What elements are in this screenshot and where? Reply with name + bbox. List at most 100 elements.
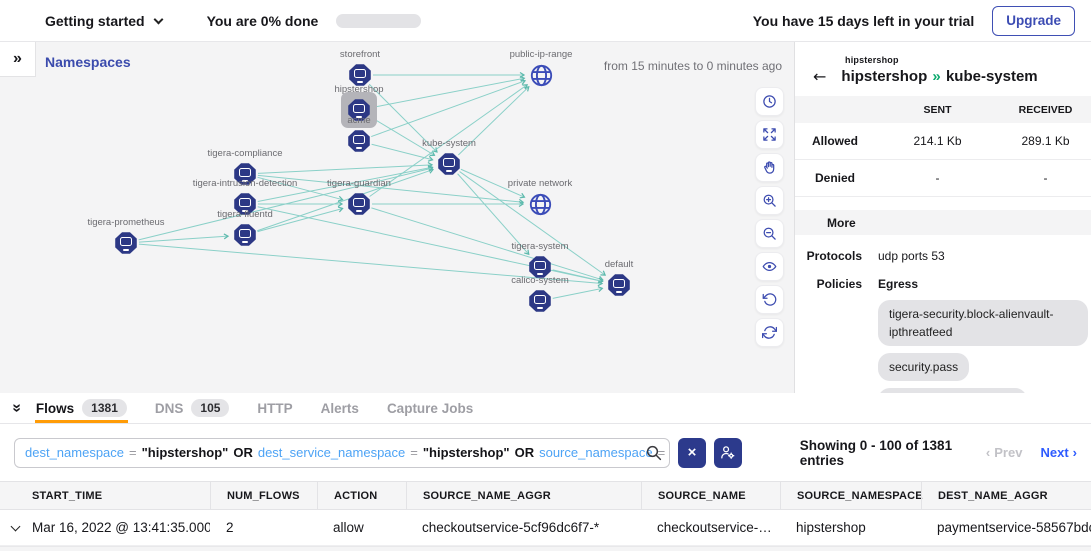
- stats-header-row: SENT RECEIVED: [795, 96, 1091, 123]
- getting-started-menu[interactable]: Getting started: [45, 13, 164, 29]
- fullscreen-button[interactable]: [755, 120, 784, 149]
- graph-node-storefront[interactable]: storefront: [340, 49, 380, 88]
- expand-row-icon[interactable]: [10, 521, 21, 531]
- namespace-icon: [529, 256, 551, 278]
- column-header-source_name_aggr[interactable]: SOURCE_NAME_AGGR: [406, 482, 641, 509]
- policy-pill[interactable]: security.pass: [878, 353, 970, 381]
- allowed-received: 289.1 Kb: [1021, 134, 1070, 148]
- tab-capture-jobs[interactable]: Capture Jobs: [386, 393, 474, 423]
- person-gear-icon: [719, 444, 736, 461]
- allowed-sent: 214.1 Kb: [913, 134, 962, 148]
- graph-node-kube-system[interactable]: kube-system: [422, 138, 476, 177]
- pan-icon: [762, 160, 777, 175]
- column-header-source_namespace[interactable]: SOURCE_NAMESPACE: [780, 482, 923, 509]
- next-page-button[interactable]: Next›: [1040, 445, 1077, 460]
- time-button[interactable]: [755, 87, 784, 116]
- graph-node-tigera-compliance[interactable]: tigera-compliance: [208, 148, 282, 187]
- policy-pill[interactable]: platform.allow-kube-dns: [878, 388, 1028, 393]
- graph-edges: [138, 71, 607, 299]
- query-token-value: "hipstershop": [141, 445, 229, 460]
- clear-filter-button[interactable]: ×: [678, 437, 706, 468]
- graph-node-default[interactable]: default: [605, 259, 633, 298]
- zoom-in-icon: [762, 193, 777, 208]
- graph-node-private-network[interactable]: private network: [508, 178, 572, 217]
- cell-num_flows: 2: [226, 520, 234, 535]
- detail-eyebrow: hipstershop: [845, 55, 899, 65]
- denied-received: -: [1043, 171, 1048, 185]
- zoom-in-button[interactable]: [755, 186, 784, 215]
- zoom-out-icon: [762, 226, 777, 241]
- undo-button[interactable]: [755, 285, 784, 314]
- tab-http[interactable]: HTTP: [256, 393, 293, 423]
- column-header-start_time[interactable]: START_TIME: [32, 489, 103, 502]
- detail-title: hipstershop » kube-system: [841, 68, 1038, 85]
- tab-count-badge: 105: [191, 399, 230, 417]
- chevron-left-icon: ‹: [985, 445, 991, 460]
- graph-node-label: tigera-fluentd: [217, 209, 273, 220]
- graph-node-tigera-prometheus[interactable]: tigera-prometheus: [87, 217, 165, 256]
- showing-entries-label: Showing 0 - 100 of 1381 entries: [799, 437, 953, 468]
- protocols-value: udp ports 53: [878, 249, 945, 263]
- denied-row: Denied - -: [795, 160, 1091, 197]
- more-section-header[interactable]: More: [795, 210, 1091, 235]
- query-token-keyword: OR: [233, 445, 253, 460]
- graph-node-tigera-fluentd[interactable]: tigera-fluentd: [217, 209, 273, 248]
- protocols-row: Protocols udp ports 53: [795, 235, 1091, 263]
- time-range-label: from 15 minutes to 0 minutes ago: [603, 59, 782, 73]
- query-token-op: =: [657, 445, 666, 460]
- namespace-icon: [234, 224, 256, 246]
- graph-node-label: private network: [507, 178, 573, 189]
- graph-node-public-ip-range[interactable]: public-ip-range: [510, 49, 572, 88]
- graph-node-label: default: [604, 259, 634, 270]
- graph-node-label: calico-system: [511, 275, 569, 286]
- namespace-icon: [348, 130, 370, 152]
- column-header-source_name[interactable]: SOURCE_NAME: [641, 482, 780, 509]
- onboarding-progress: You are 0% done: [207, 13, 422, 29]
- column-header-dest_name_aggr[interactable]: DEST_NAME_AGGR: [921, 482, 1091, 509]
- upgrade-button[interactable]: Upgrade: [992, 5, 1075, 36]
- search-icon: [645, 444, 663, 465]
- collapse-panel-icon[interactable]: »: [8, 403, 26, 413]
- policy-pill-list: tigera-security.block-alienvault-ipthrea…: [878, 300, 1091, 393]
- zoom-out-button[interactable]: [755, 219, 784, 248]
- graph-node-hipstershop[interactable]: hipstershop: [334, 84, 384, 128]
- column-header-action[interactable]: ACTION: [317, 482, 406, 509]
- graph-node-calico-system[interactable]: calico-system: [511, 275, 569, 314]
- expand-sidebar-button[interactable]: »: [0, 42, 36, 77]
- chevron-right-icon: ›: [1072, 445, 1077, 460]
- column-header-num_flows[interactable]: NUM_FLOWS: [210, 482, 317, 509]
- graph-node-label: tigera-system: [511, 241, 569, 252]
- prev-page-button[interactable]: ‹Prev: [985, 445, 1023, 460]
- graph-node-tigera-guardian[interactable]: tigera-guardian: [327, 178, 391, 217]
- graph-node-tigera-system[interactable]: tigera-system: [511, 241, 569, 280]
- pan-button[interactable]: [755, 153, 784, 182]
- detail-panel: hipstershop ← hipstershop » kube-system …: [795, 42, 1091, 393]
- query-token-field: dest_namespace: [25, 445, 125, 460]
- graph-node-label: tigera-prometheus: [87, 217, 165, 228]
- user-settings-button[interactable]: [713, 437, 742, 468]
- namespace-icon: [115, 232, 137, 254]
- denied-sent: -: [935, 171, 940, 185]
- flow-direction-icon: »: [932, 68, 941, 85]
- cell-source_name_aggr: checkoutservice-5cf96dc6f7-*: [422, 520, 600, 535]
- refresh-icon: [762, 325, 777, 340]
- tab-count-badge: 1381: [82, 399, 127, 417]
- progress-label: You are 0% done: [206, 12, 319, 29]
- tab-alerts[interactable]: Alerts: [320, 393, 360, 423]
- namespace-icon: [348, 99, 370, 121]
- graph-node-tigera-intrusion-detection[interactable]: tigera-intrusion-detection: [193, 178, 297, 217]
- back-arrow-icon[interactable]: ←: [813, 66, 827, 86]
- refresh-button[interactable]: [755, 318, 784, 347]
- namespace-icon: [348, 193, 370, 215]
- graph-node-acme[interactable]: acme: [346, 115, 372, 154]
- policy-pill[interactable]: tigera-security.block-alienvault-ipthrea…: [878, 300, 1088, 346]
- eye-button[interactable]: [755, 252, 784, 281]
